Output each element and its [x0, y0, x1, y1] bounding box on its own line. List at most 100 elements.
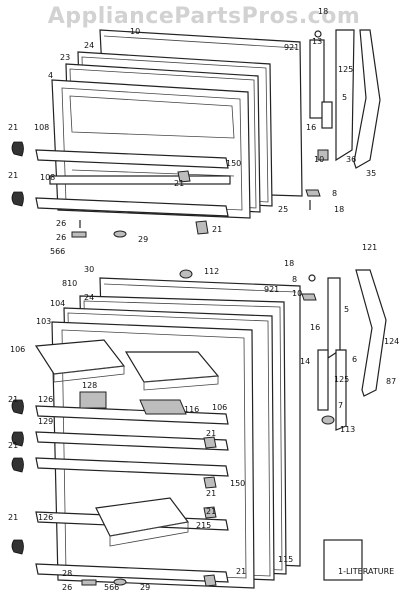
end-cap-21-a: [11, 141, 24, 157]
bottom-part-113: [321, 415, 335, 425]
plug-29-bottom: [113, 578, 127, 586]
label: 36: [346, 155, 356, 164]
label: 6: [352, 355, 357, 364]
label: 14: [300, 357, 310, 366]
end-cap-21-d: [177, 170, 191, 183]
label: 16: [310, 323, 320, 332]
label: 35: [366, 169, 376, 178]
label: 108: [40, 173, 55, 182]
label: 215: [196, 521, 211, 530]
label: 116: [184, 405, 199, 414]
label: 18: [284, 259, 294, 268]
end-cap-21-g: [11, 457, 24, 473]
top-pin-18: [314, 30, 322, 38]
label: 21: [8, 171, 18, 180]
label: 21: [174, 179, 184, 188]
label: 921: [284, 43, 299, 52]
label: 18: [334, 205, 344, 214]
label: 115: [278, 555, 293, 564]
literature-pack: [323, 539, 363, 581]
door-shelf-129: [35, 431, 229, 451]
label: 5: [344, 305, 349, 314]
label: 106: [212, 403, 227, 412]
label: 24: [84, 293, 94, 302]
label: 10: [130, 27, 140, 36]
label: 21: [8, 513, 18, 522]
label-literature: 1-LITERATURE: [338, 567, 394, 576]
label: 7: [338, 401, 343, 410]
label: 23: [60, 53, 70, 62]
label: 8: [332, 189, 337, 198]
top-clip-8: [305, 189, 321, 197]
label: 13: [312, 37, 322, 46]
label: 10: [292, 289, 302, 298]
label: 29: [140, 583, 150, 592]
label: 129: [38, 417, 53, 426]
label: 4: [48, 71, 53, 80]
label: 87: [386, 377, 396, 386]
label: 21: [206, 507, 216, 516]
top-hinge-36: [353, 29, 381, 169]
label: 8: [292, 275, 297, 284]
label: 18: [318, 7, 328, 16]
door-shelf-7: [35, 457, 229, 477]
tray-116: [139, 399, 187, 415]
label: 28: [62, 569, 72, 578]
egg-tray-128: [79, 391, 107, 409]
shim-26-bottom: [81, 579, 97, 586]
cover-112: [179, 269, 193, 279]
shim-26: [71, 231, 87, 238]
label: 126: [38, 513, 53, 522]
freezer-shelf-bar-upper: [35, 149, 229, 169]
label: 125: [338, 65, 353, 74]
end-cap-21-b: [11, 191, 24, 207]
end-cap-21-e: [11, 399, 24, 415]
label: 128: [82, 381, 97, 390]
label: 104: [50, 299, 65, 308]
door-shelf-bottom: [35, 563, 229, 583]
label: 21: [236, 567, 246, 576]
label: 810: [62, 279, 77, 288]
top-block-5: [321, 101, 333, 129]
freezer-support-bar: [49, 175, 231, 185]
label: 103: [36, 317, 51, 326]
label: 30: [84, 265, 94, 274]
bottom-hinge-5: [327, 277, 341, 360]
end-cap-21-f: [11, 431, 24, 447]
label: 106: [10, 345, 25, 354]
label: 113: [340, 425, 355, 434]
label: 26: [56, 219, 66, 228]
label: 21: [8, 123, 18, 132]
label: 126: [38, 395, 53, 404]
label: 5: [342, 93, 347, 102]
label: 112: [204, 267, 219, 276]
label: 10: [314, 155, 324, 164]
bottom-bracket-14: [317, 349, 329, 411]
freezer-door-assembly: [11, 29, 381, 238]
label: 566: [104, 583, 119, 592]
end-cap-21-i: [203, 436, 217, 449]
top-bracket-16: [317, 149, 329, 161]
part-labels: 10 18 24 921 13 125 23 4 5 16 21 108 150…: [8, 7, 399, 592]
plug-29: [113, 230, 127, 238]
label: 121: [362, 243, 377, 252]
label: 21: [206, 429, 216, 438]
bottom-hinge-125: [335, 349, 347, 431]
label: 24: [84, 41, 94, 50]
label: 150: [230, 479, 245, 488]
label: 125: [334, 375, 349, 384]
label: 25: [278, 205, 288, 214]
bottom-pin-18: [308, 274, 316, 282]
label: 921: [264, 285, 279, 294]
top-bracket-13: [309, 39, 325, 119]
label: 150: [226, 159, 241, 168]
label: 21: [212, 225, 222, 234]
label: 26: [62, 583, 72, 592]
label: 16: [306, 123, 316, 132]
bottom-clip-8: [301, 293, 317, 301]
end-cap-21-l: [203, 574, 217, 587]
label: 21: [8, 441, 18, 450]
fresh-food-door-assembly: [11, 269, 387, 589]
